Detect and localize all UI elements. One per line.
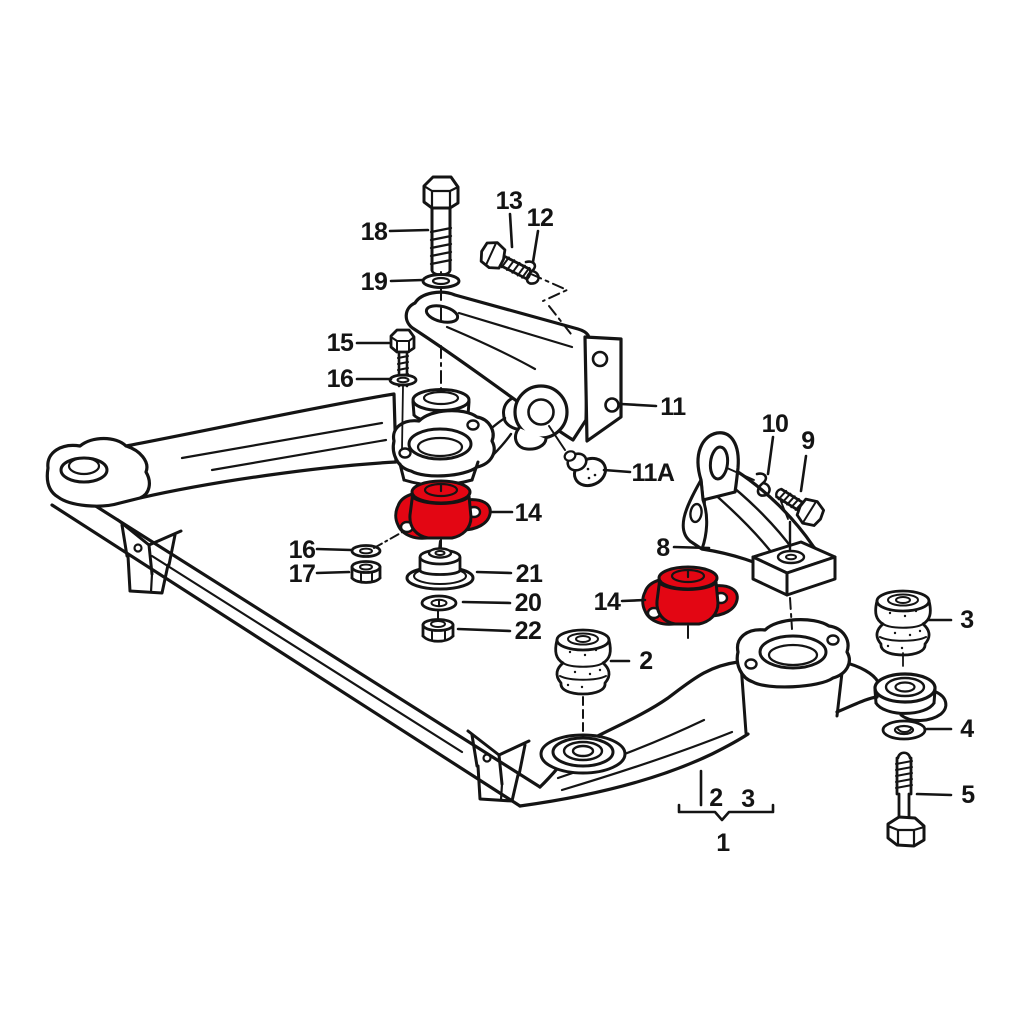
part-labels: 18 19 13 12 15 16 11 11A 10 9 14 16 17 2… [289,187,976,857]
bushing-2 [554,628,612,696]
part-label-4: 4 [960,715,974,743]
part-label-22: 22 [515,617,542,645]
part-label-16-lower: 16 [289,536,316,564]
part-label-20: 20 [515,589,542,617]
part-label-18: 18 [361,218,388,246]
subframe-part-1 [45,388,948,808]
clip-10 [755,472,771,497]
part-label-1: 1 [716,829,730,857]
washer-20 [420,594,458,612]
part-label-14-right: 14 [594,588,621,616]
washer-19 [421,273,461,289]
part-11a [563,450,608,488]
part-label-21: 21 [516,560,543,588]
part-label-8: 8 [656,534,670,562]
engine-mount-14-left [394,479,492,553]
bolt-5 [886,751,926,848]
bushing-3 [874,589,932,657]
clip-10-line [726,467,755,481]
bolt-15-axis [401,385,404,450]
rail-bracket-right [466,729,531,803]
part-label-17: 17 [289,560,316,588]
part-label-2-group: 2 [709,784,722,812]
part-label-19: 19 [361,268,388,296]
part-label-14-left: 14 [515,499,542,527]
leader-lines [315,212,953,807]
mount-bracket-11 [404,290,623,451]
part-label-3: 3 [960,606,973,634]
part-label-12: 12 [527,204,554,232]
nut-17 [350,560,382,584]
cup-washer-21 [405,547,475,591]
center-lines [440,271,572,390]
part-label-9: 9 [801,427,814,455]
engine-mount-14-right [641,565,739,640]
clip-12 [524,260,540,285]
support-bracket-8 [681,431,837,597]
part-label-3-group: 3 [741,785,754,813]
group-brace-1 [677,803,775,822]
part-label-13: 13 [496,187,523,215]
bracket-8-axis [789,597,793,630]
rail-bracket-left [116,518,183,595]
bolt-9-axis [779,498,789,520]
part-label-10: 10 [762,410,789,438]
part-label-5: 5 [961,781,975,809]
part-label-11a: 11A [632,459,675,487]
washer-16-lower [350,544,382,558]
part-label-2: 2 [639,647,652,675]
bolt-18 [422,175,460,277]
washer-16-upper [388,373,418,387]
part-label-15: 15 [327,329,354,357]
part-label-16-upper: 16 [327,365,354,393]
part-label-11: 11 [660,393,686,421]
washer-4 [881,719,927,741]
nut-17-axis [373,529,407,549]
nut-22 [421,611,455,643]
